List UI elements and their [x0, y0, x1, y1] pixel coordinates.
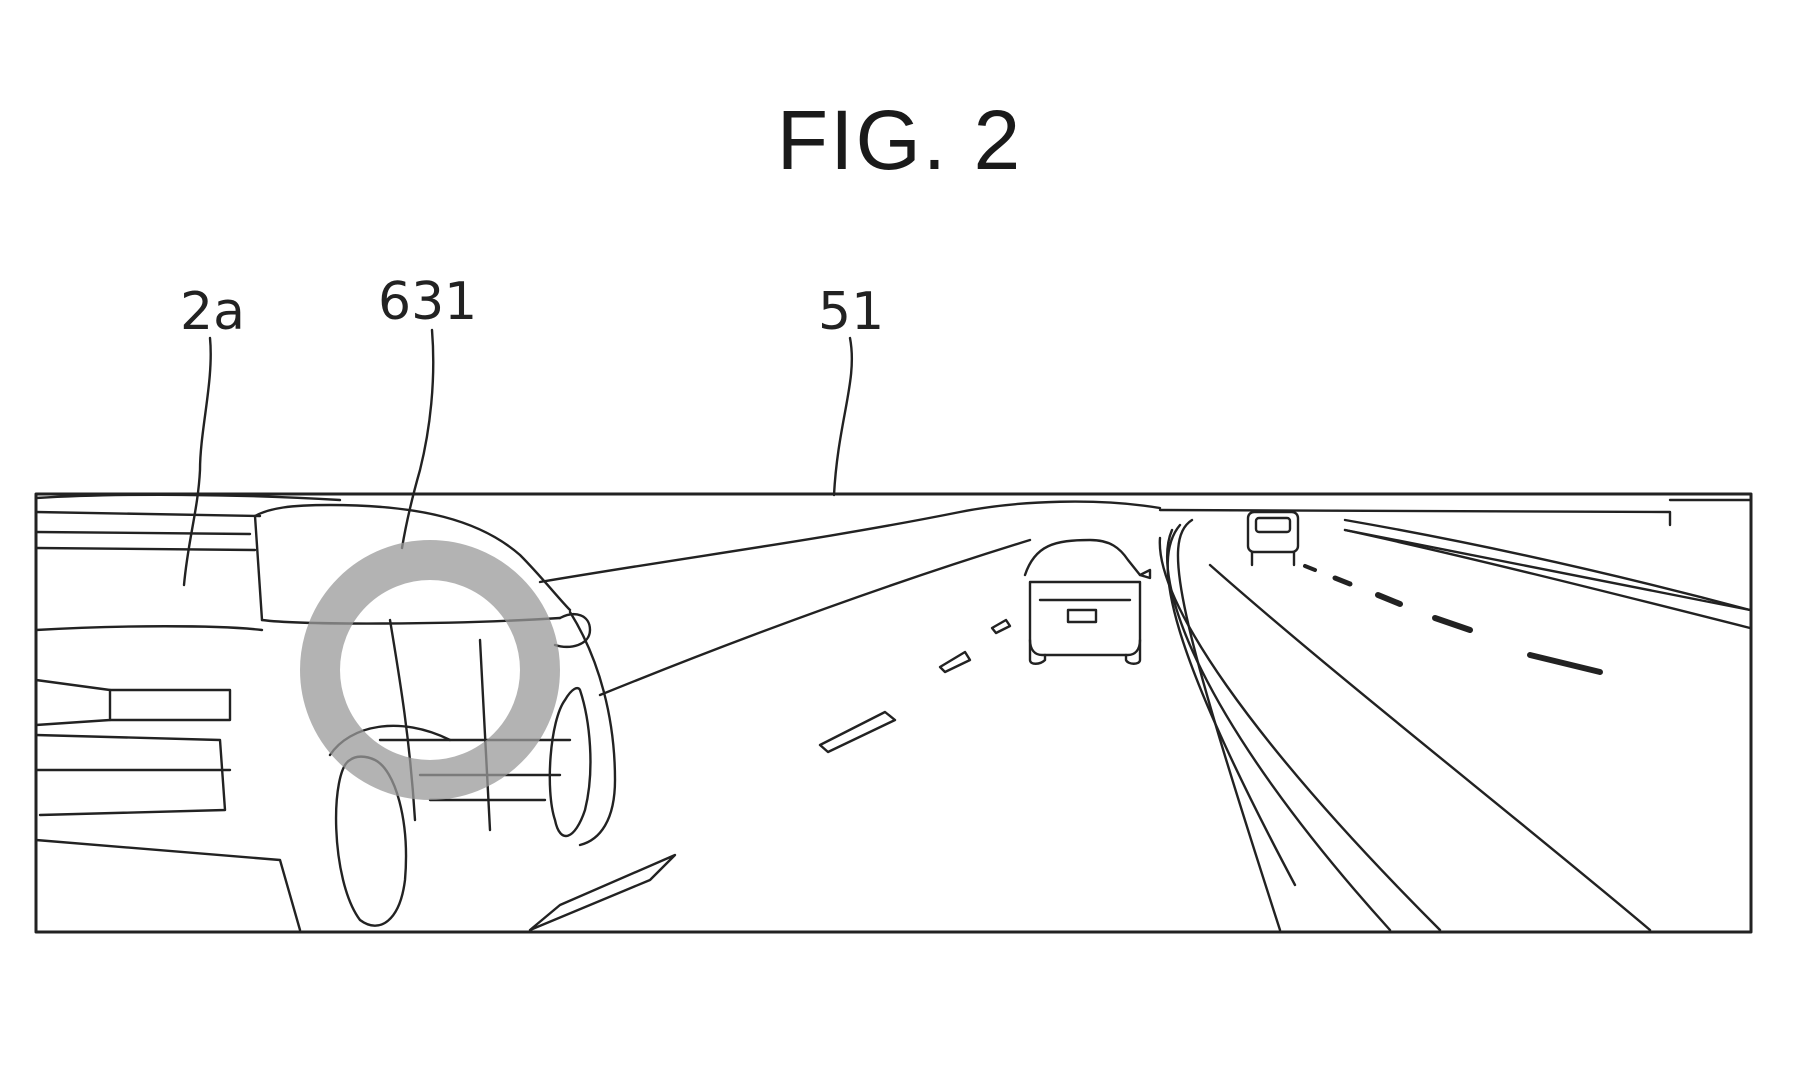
- highlight-ring: [300, 540, 560, 800]
- lane-dash-r4: [1332, 575, 1353, 587]
- lane-dash-r5: [1303, 564, 1317, 572]
- leader-line-2a: [182, 336, 212, 587]
- right-shoulder: [1343, 528, 1752, 612]
- lane-dash-r3: [1375, 592, 1403, 607]
- lane-dash-r1: [1527, 652, 1603, 675]
- distant-car-icon: [1246, 510, 1300, 567]
- guardrail-line: [1343, 518, 1752, 612]
- label-631: 631: [378, 272, 478, 332]
- median-line-4: [1158, 536, 1442, 932]
- label-51: 51: [818, 282, 885, 342]
- lane-dash-3: [938, 650, 972, 674]
- leader-line-631: [400, 328, 435, 550]
- lane-dash-r2: [1432, 615, 1473, 633]
- median-line-2: [1166, 523, 1297, 887]
- road-left-lower: [598, 538, 1032, 697]
- leader-line-51: [832, 336, 854, 497]
- label-2a: 2a: [180, 282, 245, 342]
- right-lane-edge: [1208, 563, 1652, 932]
- preceding-car-icon: [1023, 538, 1152, 665]
- lane-dash-2: [818, 710, 897, 754]
- figure-title: FIG. 2: [776, 93, 1023, 187]
- display-frame: [34, 492, 1753, 934]
- lane-dash-4: [990, 618, 1012, 635]
- median-line-1: [1176, 518, 1282, 932]
- road-left-edge: [538, 500, 1162, 584]
- guardrail-line-2: [1343, 528, 1752, 630]
- lane-dash-1: [528, 853, 677, 932]
- guardrail-top: [1158, 508, 1672, 527]
- median-line-3: [1166, 528, 1392, 932]
